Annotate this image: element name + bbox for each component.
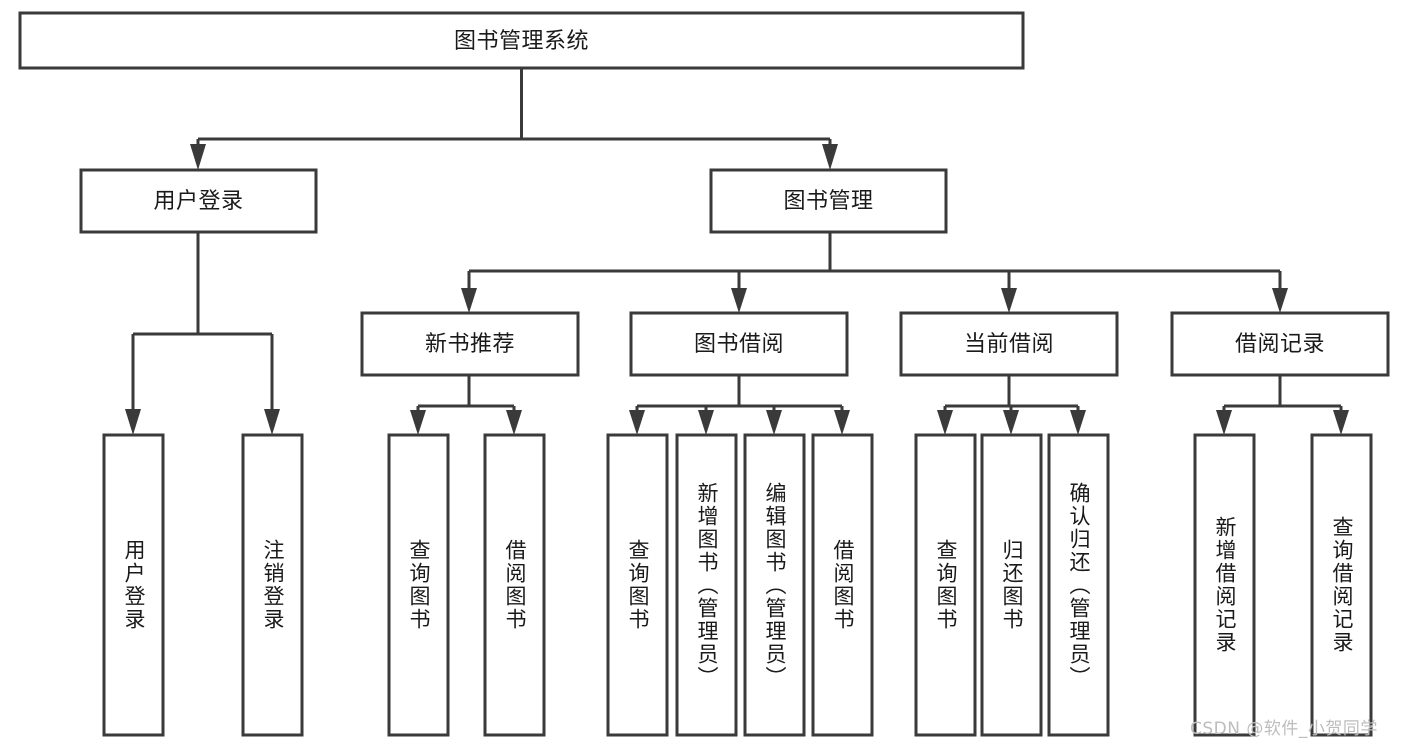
node-current-borrow-label: 当前借阅: [964, 332, 1054, 357]
node-leaf-user-login[interactable]: [102, 433, 165, 737]
node-leaf-return-book[interactable]: [980, 433, 1043, 737]
node-user-login[interactable]: [79, 168, 318, 234]
node-new-book-rec-label: 新书推荐: [425, 332, 515, 357]
node-leaf-user-logout[interactable]: [241, 433, 304, 737]
arrow-head-leaf-edit-book: [766, 410, 782, 435]
node-borrow-record[interactable]: [1170, 311, 1390, 377]
arrow-head-leaf-confirm-return: [1070, 410, 1086, 435]
node-leaf-add-book[interactable]: [675, 433, 738, 737]
arrow-head-leaf-user-logout: [264, 409, 280, 435]
node-user-login-label: 用户登录: [153, 189, 243, 214]
node-root[interactable]: [18, 11, 1025, 70]
arrow-head-current-borrow: [1001, 288, 1017, 313]
arrow-head-book-borrow: [731, 288, 747, 313]
arrow-head-leaf-query-record: [1333, 410, 1349, 435]
arrow-head-leaf-query-book-3: [937, 410, 953, 435]
arrow-head-leaf-add-record: [1216, 410, 1232, 435]
node-book-manage[interactable]: [709, 168, 948, 234]
node-new-book-rec[interactable]: [360, 311, 580, 377]
arrow-head-leaf-query-book-1: [410, 410, 426, 435]
arrow-head-leaf-borrow-book-2: [834, 410, 850, 435]
csdn-watermark: CSDN @软件_小贺同学: [1190, 719, 1378, 739]
node-borrow-record-label: 借阅记录: [1235, 332, 1325, 357]
arrow-head-borrow-record: [1272, 288, 1288, 313]
arrow-head-leaf-query-book-2: [629, 410, 645, 435]
node-leaf-query-record[interactable]: [1310, 433, 1373, 737]
node-leaf-edit-book[interactable]: [743, 433, 806, 737]
arrow-head-leaf-borrow-book-1: [506, 410, 522, 435]
node-leaf-add-record[interactable]: [1193, 433, 1256, 737]
node-root-label: 图书管理系统: [454, 29, 589, 54]
node-leaf-query-book-3[interactable]: [914, 433, 977, 737]
arrow-head-user-login: [190, 144, 206, 170]
node-leaf-borrow-book-1[interactable]: [483, 433, 546, 737]
connector-layer: [125, 68, 1349, 435]
arrow-head-new-book-rec: [461, 288, 477, 313]
arrow-head-leaf-return-book: [1003, 410, 1019, 435]
node-leaf-confirm-return[interactable]: [1047, 433, 1110, 737]
node-book-manage-label: 图书管理: [783, 189, 873, 214]
arrow-head-book-manage: [822, 144, 838, 170]
node-book-borrow-label: 图书借阅: [694, 332, 784, 357]
node-leaf-query-book-2[interactable]: [606, 433, 669, 737]
node-leaf-query-book-1[interactable]: [387, 433, 450, 737]
node-leaf-borrow-book-2[interactable]: [811, 433, 874, 737]
node-current-borrow[interactable]: [899, 311, 1119, 377]
node-book-borrow[interactable]: [629, 311, 849, 377]
arrow-head-leaf-add-book: [698, 410, 714, 435]
arrow-head-leaf-user-login: [125, 409, 141, 435]
node-layer: 图书管理系统 用户登录 图书管理 新书推荐 图书借阅 当前借阅 借阅记录: [18, 11, 1390, 737]
